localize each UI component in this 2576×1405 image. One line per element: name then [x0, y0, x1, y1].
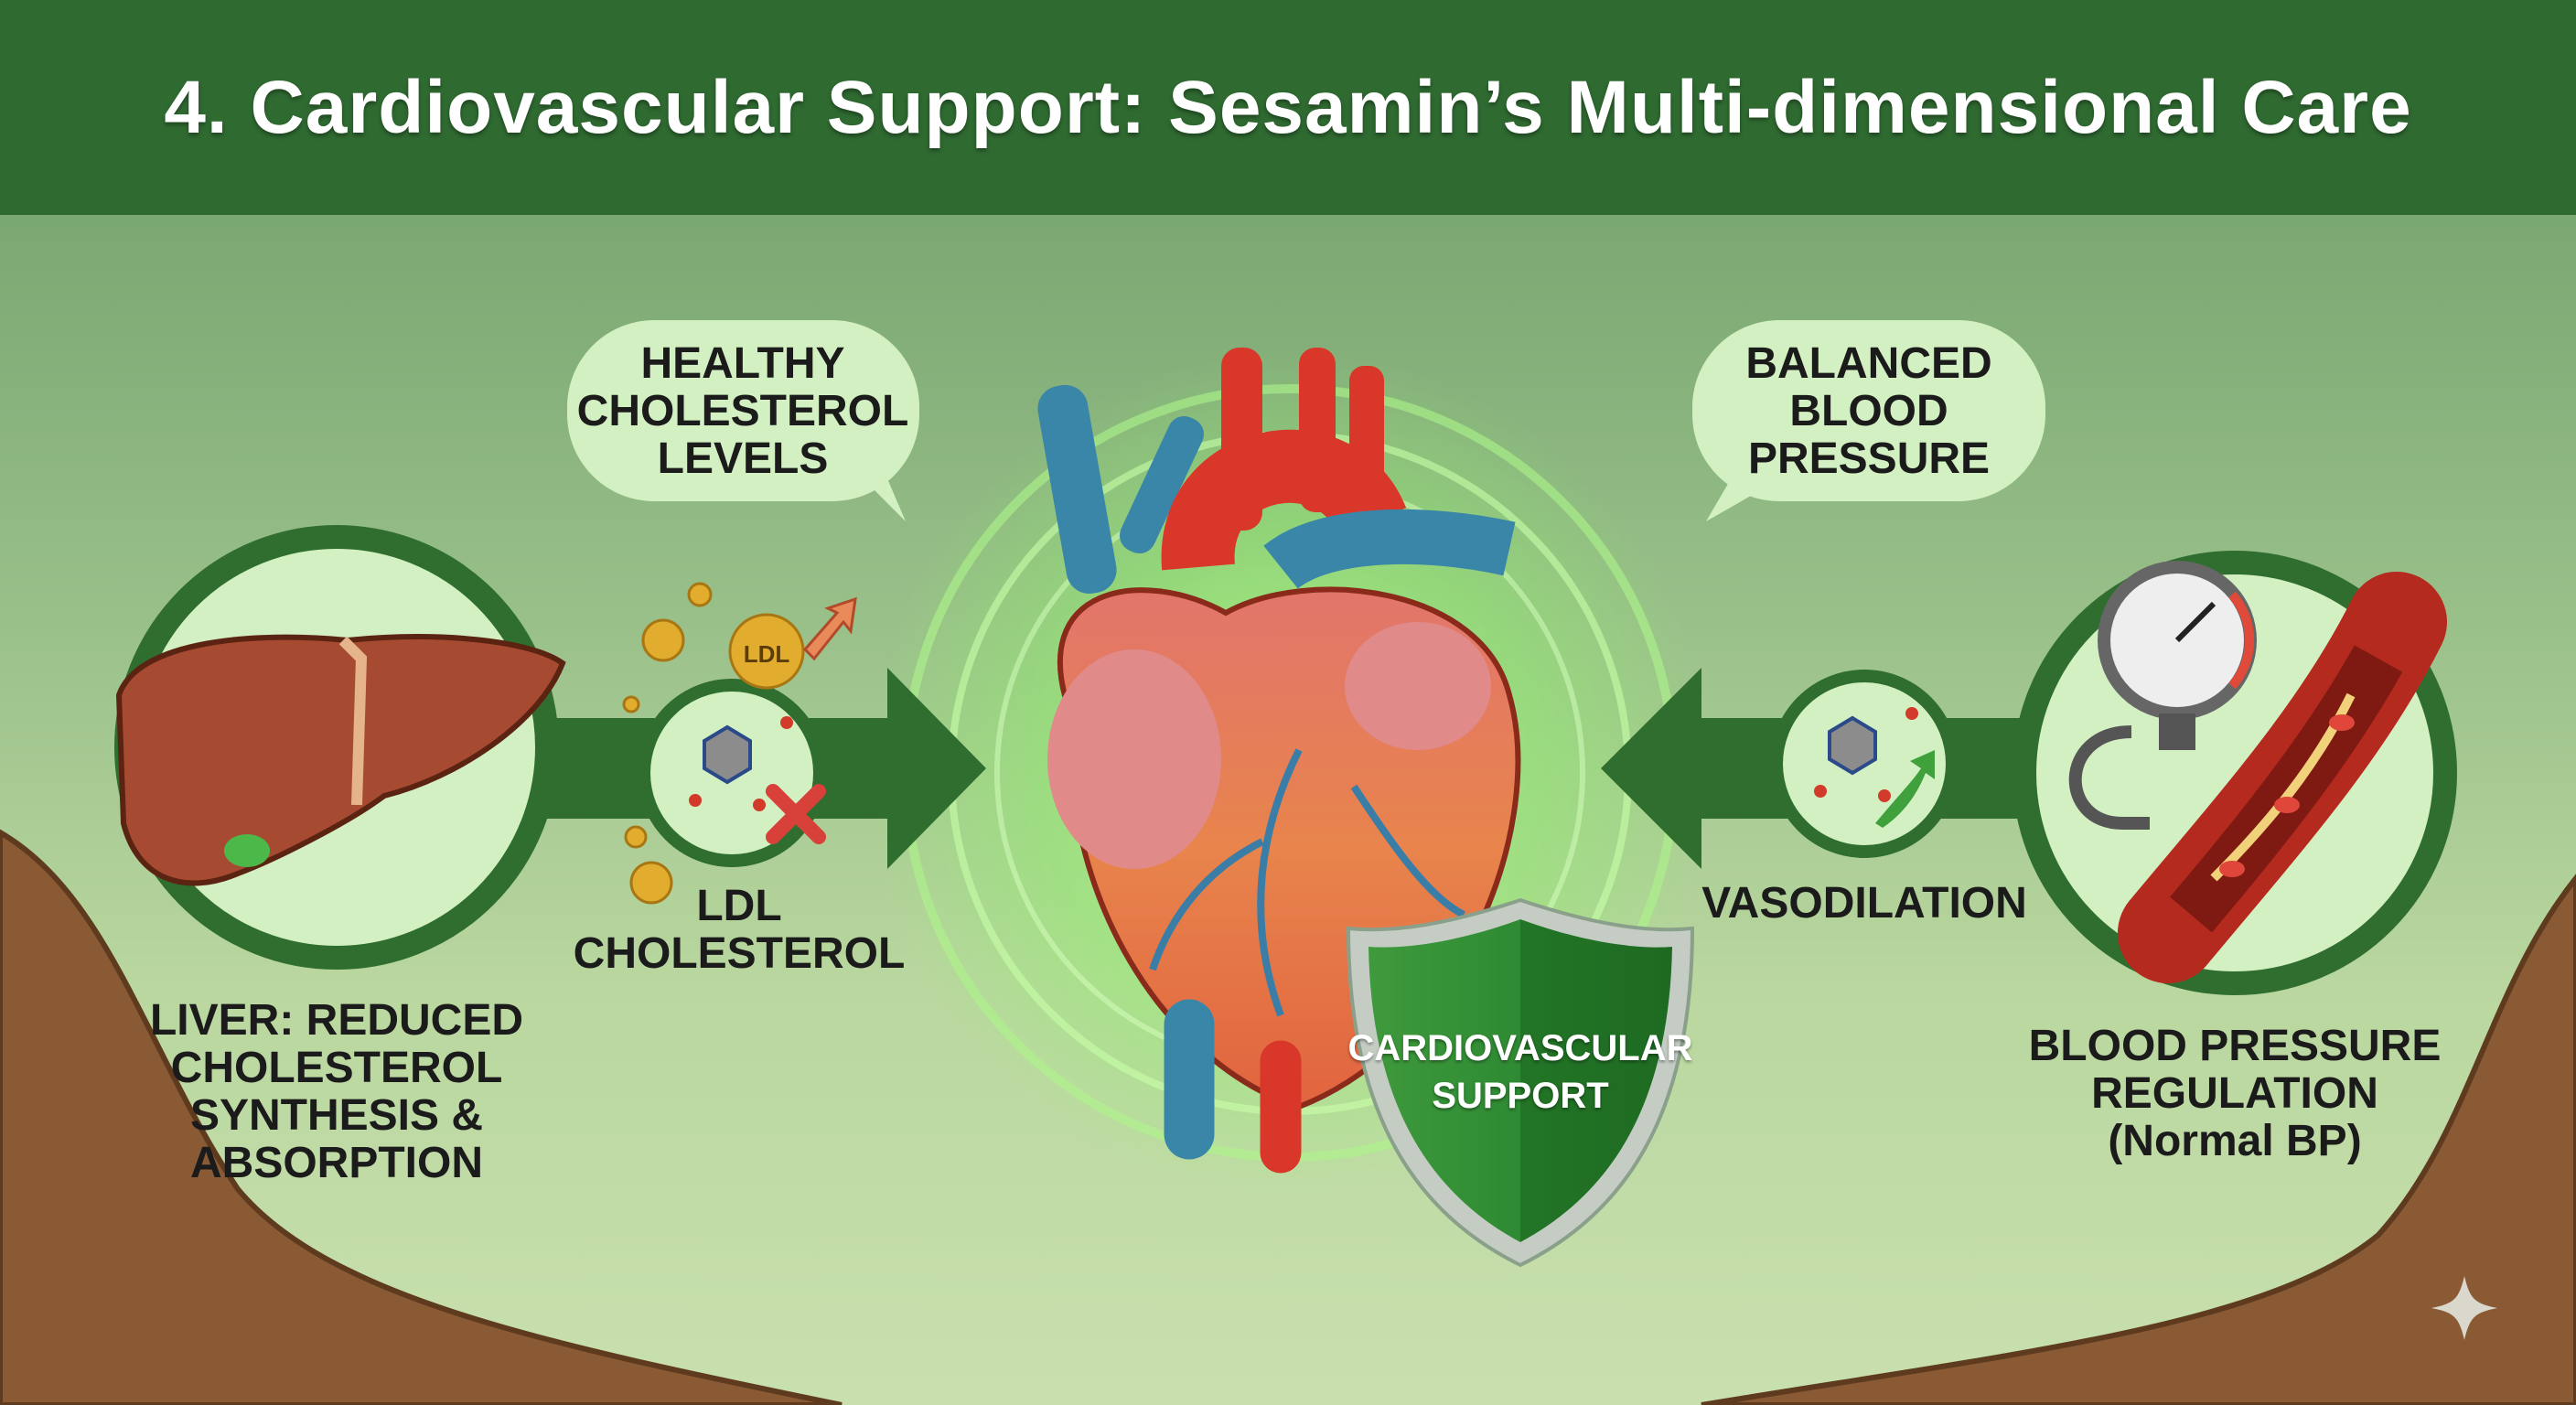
- shield-icon: [1346, 897, 1695, 1268]
- gauge-icon: [2068, 561, 2257, 830]
- up-arrow-icon: [802, 596, 857, 661]
- up-arrow-icon: [1875, 750, 1935, 828]
- shield-label: CARDIOVASCULAR SUPPORT: [1347, 1024, 1692, 1120]
- balanced-bp-text: BALANCED BLOOD PRESSURE: [1745, 340, 1991, 483]
- label-line: LIVER: REDUCED: [149, 996, 524, 1045]
- sparkle-icon: [2431, 1276, 2497, 1340]
- label-line: ABSORPTION: [189, 1139, 483, 1187]
- bubble-line: BALANCED: [1745, 339, 1992, 388]
- molecule-icon: [703, 724, 752, 785]
- bp-regulation-label: BLOOD PRESSURE REGULATION (Normal BP): [2029, 1023, 2442, 1165]
- bubble-line: HEALTHY: [640, 339, 845, 388]
- label-line: REGULATION: [2091, 1069, 2378, 1118]
- ldl-badge: LDL: [743, 640, 790, 668]
- bubble-line: CHOLESTEROL: [576, 387, 909, 435]
- blocked-x-icon: [766, 784, 826, 844]
- right-hill: [1701, 874, 2576, 1405]
- molecule-circle-left: [638, 679, 826, 867]
- shield-line: CARDIOVASCULAR: [1347, 1028, 1693, 1068]
- blood-pressure-circle: [2012, 551, 2457, 995]
- label-line: BLOOD PRESSURE: [2028, 1022, 2442, 1070]
- blood-vessel-icon: [2118, 572, 2447, 983]
- header-banner: 4. Cardiovascular Support: Sesamin’s Mul…: [0, 0, 2576, 215]
- balanced-bp-bubble: [1692, 320, 2045, 521]
- label-line: CHOLESTEROL: [573, 929, 906, 978]
- liver-label: LIVER: REDUCED CHOLESTEROL SYNTHESIS & A…: [150, 997, 523, 1187]
- bubble-line: LEVELS: [657, 434, 829, 483]
- shield-line: SUPPORT: [1432, 1076, 1609, 1116]
- molecule-icon: [1828, 715, 1877, 776]
- bubble-line: PRESSURE: [1747, 434, 1991, 483]
- label-line: LDL: [696, 882, 782, 930]
- label-line: CHOLESTEROL: [170, 1044, 503, 1092]
- page-title: 4. Cardiovascular Support: Sesamin’s Mul…: [164, 65, 2412, 149]
- bubble-line: BLOOD: [1789, 387, 1948, 435]
- liver-circle: [114, 525, 566, 970]
- healthy-cholesterol-text: HEALTHY CHOLESTEROL LEVELS: [577, 340, 909, 483]
- label-line: SYNTHESIS &: [189, 1091, 484, 1140]
- healthy-cholesterol-bubble: [567, 320, 919, 521]
- liver-icon: [115, 634, 566, 886]
- label-line: (Normal BP): [2108, 1117, 2362, 1165]
- left-hill: [0, 829, 843, 1405]
- ldl-particles: [622, 582, 805, 905]
- ldl-cholesterol-label: LDL CHOLESTEROL: [574, 883, 906, 978]
- vasodilation-label: VASODILATION: [1701, 879, 2027, 928]
- molecule-circle-right: [1770, 670, 1959, 858]
